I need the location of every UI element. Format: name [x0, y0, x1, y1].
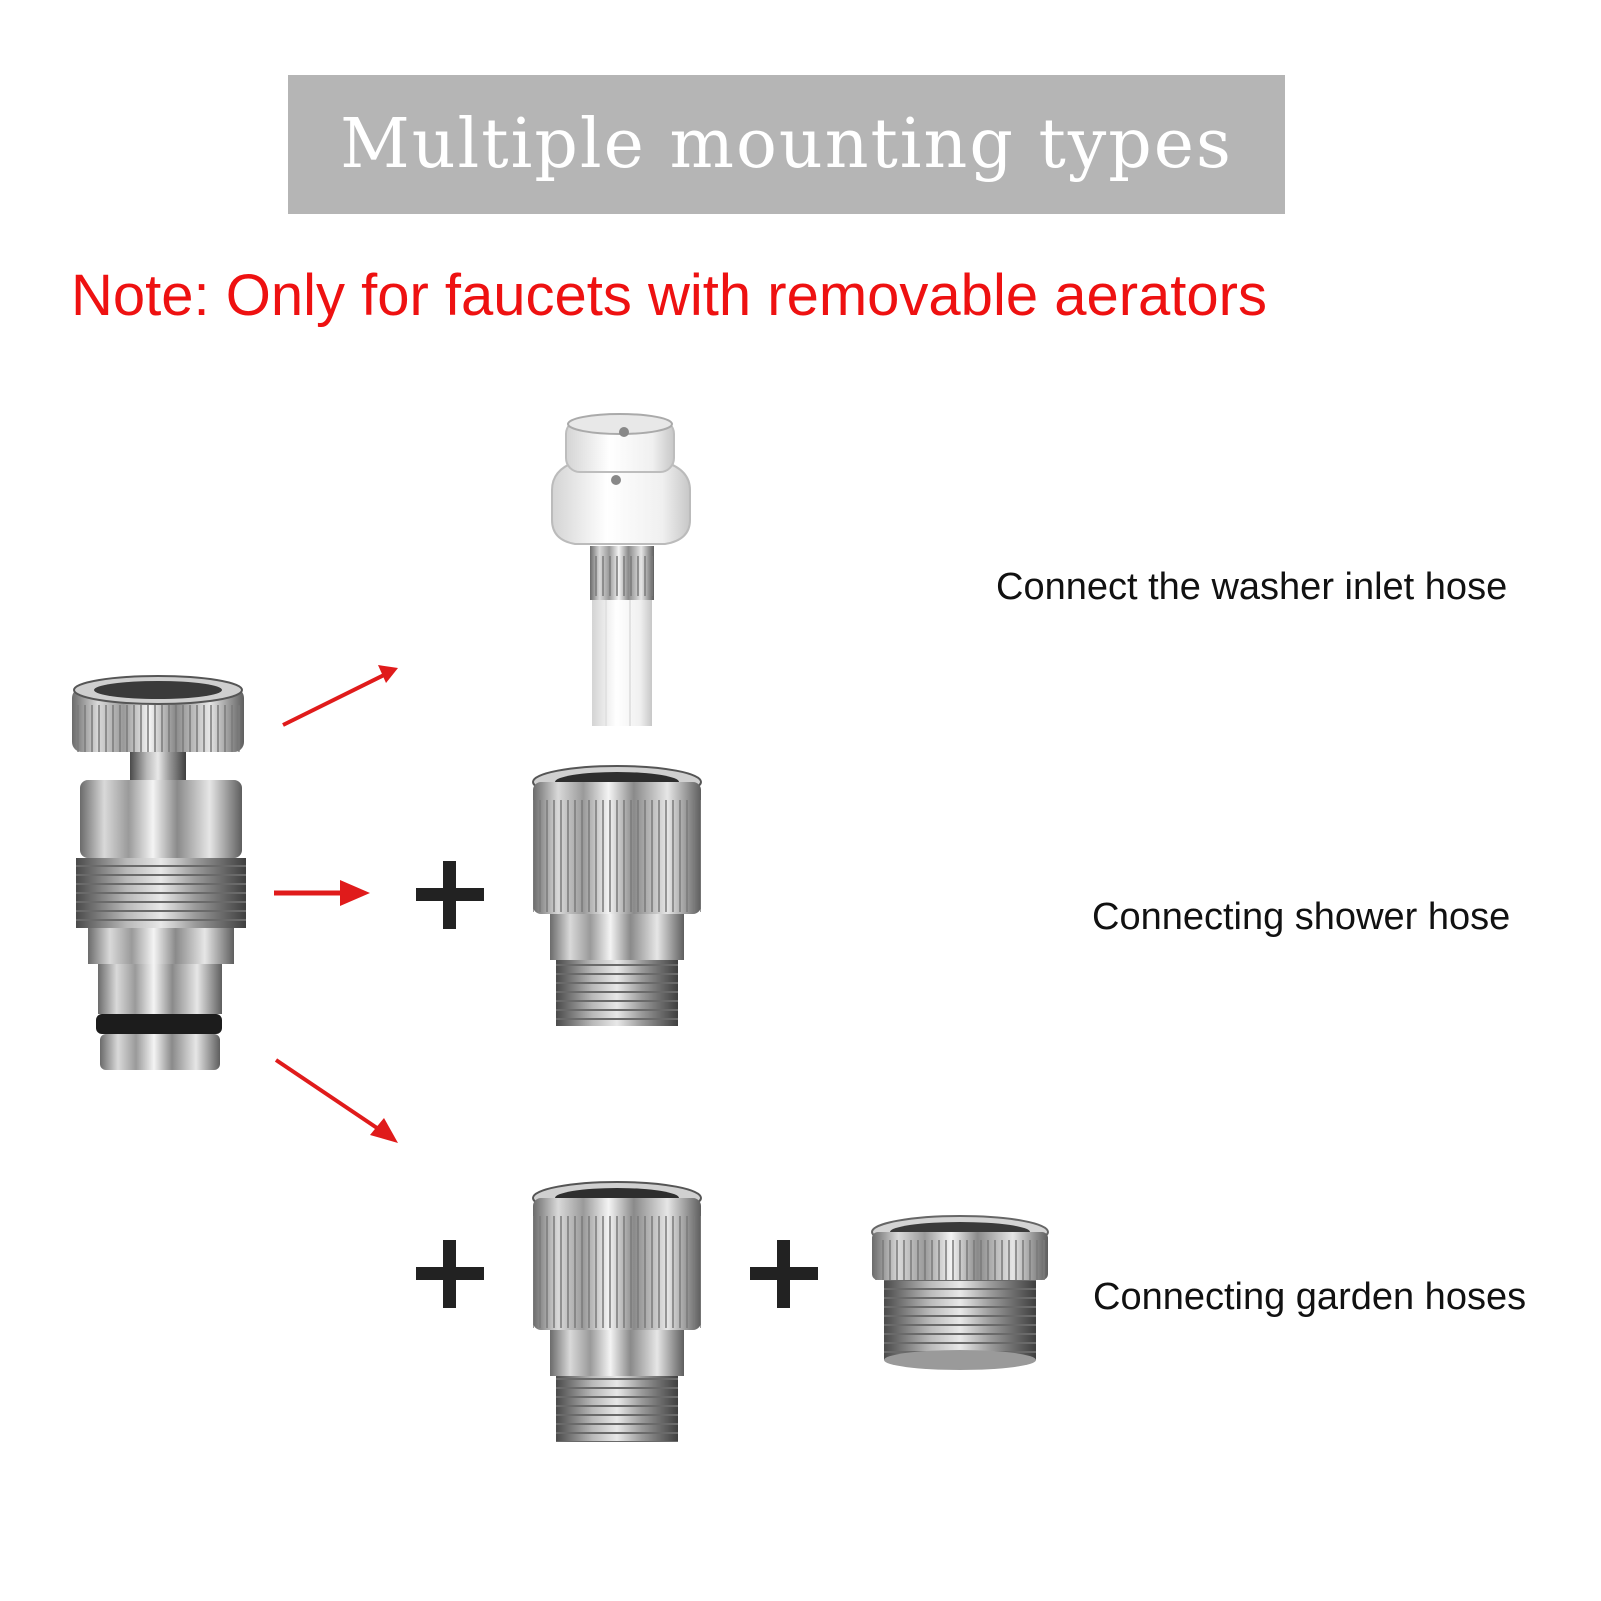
plus-icon: [416, 1240, 484, 1308]
main-adapter-image: [72, 675, 246, 1070]
garden-hose-label: Connecting garden hoses: [1093, 1276, 1527, 1318]
washer-hose-label: Connect the washer inlet hose: [996, 566, 1508, 608]
page-title: Multiple mounting types: [340, 105, 1233, 184]
title-banner: Multiple mounting types: [288, 75, 1285, 214]
shower-hose-label: Connecting shower hose: [1092, 896, 1511, 938]
note-text: Note: Only for faucets with removable ae…: [71, 263, 1267, 328]
washer-hose-image: [551, 413, 691, 726]
arrow-to-garden: [274, 1058, 398, 1143]
arrow-to-washer: [282, 665, 398, 727]
plus-icon: [416, 861, 484, 929]
shower-connector-image: [532, 765, 702, 1026]
threaded-adapter-image: [871, 1215, 1049, 1370]
garden-connector-image: [532, 1181, 702, 1442]
plus-icon: [750, 1240, 818, 1308]
arrow-to-shower: [274, 880, 370, 906]
